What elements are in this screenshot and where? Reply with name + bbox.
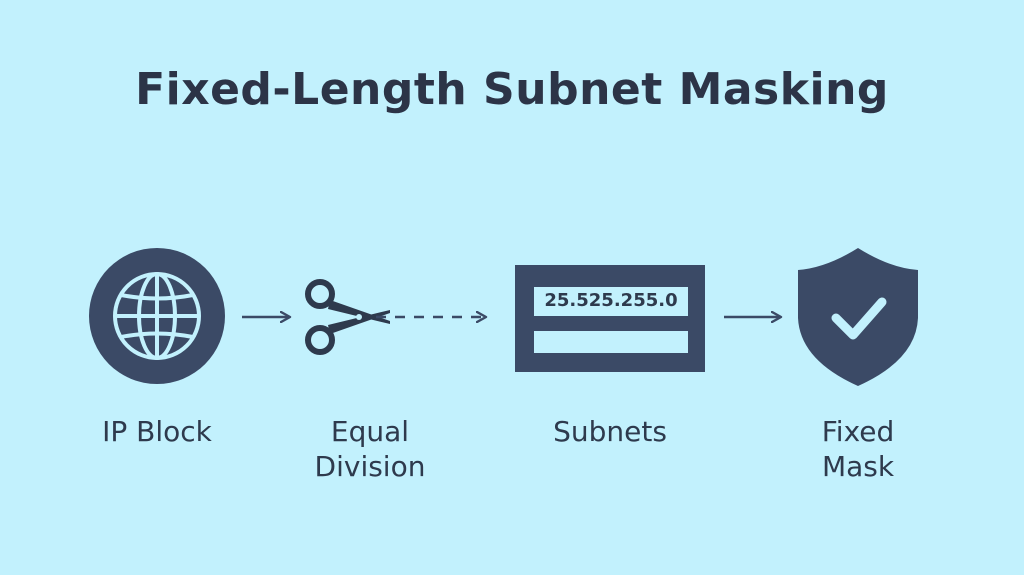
ip-block-label: IP Block (102, 415, 212, 448)
subnets-label: Subnets (553, 415, 667, 448)
diagram-title: Fixed-Length Subnet Masking (135, 64, 889, 115)
shield-check-icon (798, 248, 918, 386)
scissors-icon (305, 279, 390, 355)
globe-icon (89, 248, 225, 384)
equal-division-label: Equal Division (314, 415, 426, 483)
subnet-card-icon (515, 265, 705, 372)
fixed-mask-label: Fixed Mask (821, 415, 895, 483)
subnet-mask-value: 25.525.255.0 (544, 290, 678, 311)
